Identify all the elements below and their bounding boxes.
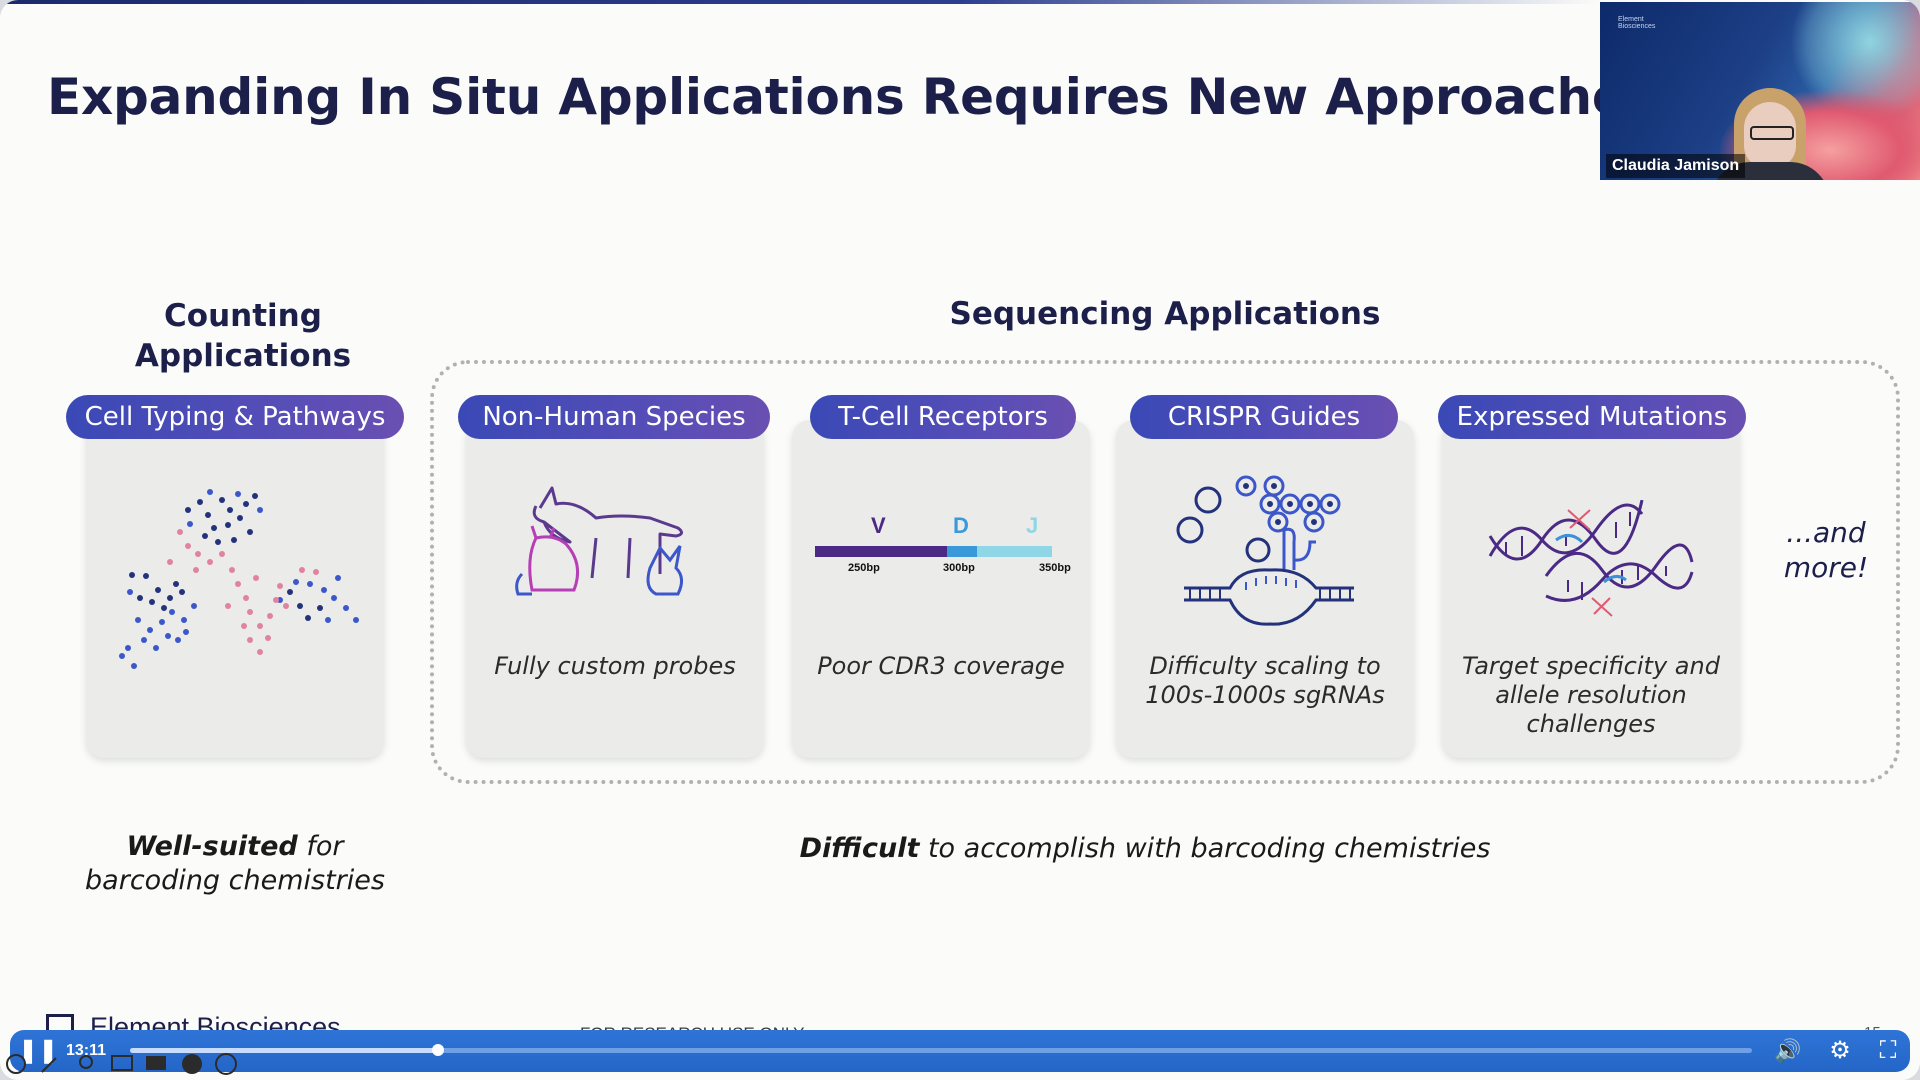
pill-non-human: Non-Human Species [458, 395, 770, 439]
pen-tool-icon[interactable] [6, 1054, 26, 1074]
next-icon[interactable] [215, 1053, 237, 1075]
seek-bar-fill [130, 1048, 439, 1053]
more-options-icon[interactable] [182, 1054, 202, 1074]
tcr-bp-300: 300bp [943, 562, 975, 574]
tcr-segment-j [977, 546, 1052, 557]
presenter-glasses [1750, 126, 1794, 140]
difficult-rest: to accomplish with barcoding chemistries [919, 833, 1491, 864]
seek-bar-handle[interactable] [432, 1044, 445, 1056]
and-more-text: ...and more! [1783, 516, 1869, 584]
difficult-bold: Difficult [799, 833, 920, 864]
presenter-webcam: Element Biosciences Claudia Jamison [1600, 2, 1920, 180]
pill-cell-typing: Cell Typing & Pathways [66, 395, 404, 439]
card-tcr-text: Poor CDR3 coverage [817, 652, 1065, 680]
tcr-bp-250: 250bp [848, 562, 880, 574]
slide-title: Expanding In Situ Applications Requires … [47, 68, 1656, 126]
tcr-segment-v [815, 546, 947, 557]
pill-tcr: T-Cell Receptors [810, 395, 1076, 439]
volume-icon[interactable]: 🔊 [1774, 1038, 1802, 1063]
pencil-icon[interactable] [41, 1057, 57, 1073]
counting-heading: Counting Applications [134, 298, 352, 374]
tcr-bp-350: 350bp [1039, 562, 1071, 574]
sequencing-group-border [430, 360, 1900, 784]
sequencing-heading: Sequencing Applications [949, 296, 1381, 332]
dna-helix-icon [1488, 500, 1694, 617]
well-suited-rest: for barcoding chemistries [85, 831, 385, 896]
zoom-icon[interactable] [79, 1055, 93, 1069]
card-tcr [792, 420, 1090, 758]
annotation-toolbar [6, 1053, 237, 1075]
seek-bar[interactable] [130, 1044, 1752, 1056]
well-suited-note: Well-suited for barcoding chemistries [70, 830, 400, 898]
gear-icon[interactable]: ⚙ [1829, 1037, 1851, 1064]
card-non-human-text: Fully custom probes [494, 652, 736, 680]
tcr-label-d: D [953, 513, 969, 538]
animals-icon [515, 486, 683, 596]
difficult-note: Difficult to accomplish with barcoding c… [740, 832, 1550, 866]
presenter-name: Claudia Jamison [1606, 154, 1746, 178]
card-crispr [1116, 420, 1414, 758]
card-mutations-text: Target specificity and allele resolution… [1462, 652, 1720, 738]
camera-icon[interactable] [146, 1056, 166, 1070]
slide-top-accent [0, 0, 1600, 4]
tcr-segment-d [947, 546, 977, 557]
pill-mutations: Expressed Mutations [1438, 395, 1746, 439]
tcr-label-j: J [1026, 513, 1039, 538]
caption-icon[interactable] [111, 1055, 133, 1071]
card-cell-typing [86, 420, 384, 758]
video-player-bar: ❚❚ 13:11 🔊 ⚙ ⛶ [10, 1030, 1910, 1072]
card-crispr-text: Difficulty scaling to 100s-1000s sgRNAs [1145, 652, 1385, 709]
tcr-label-v: V [871, 513, 886, 538]
pill-crispr: CRISPR Guides [1130, 395, 1398, 439]
presenter-face [1744, 102, 1796, 168]
cell-cluster-plot-icon [119, 489, 359, 669]
crispr-complex-icon [1176, 475, 1354, 626]
well-suited-bold: Well-suited [126, 831, 298, 862]
current-time: 13:11 [66, 1042, 107, 1059]
webcam-logo-text: Element Biosciences [1618, 16, 1656, 30]
fullscreen-icon[interactable]: ⛶ [1879, 1037, 1897, 1064]
